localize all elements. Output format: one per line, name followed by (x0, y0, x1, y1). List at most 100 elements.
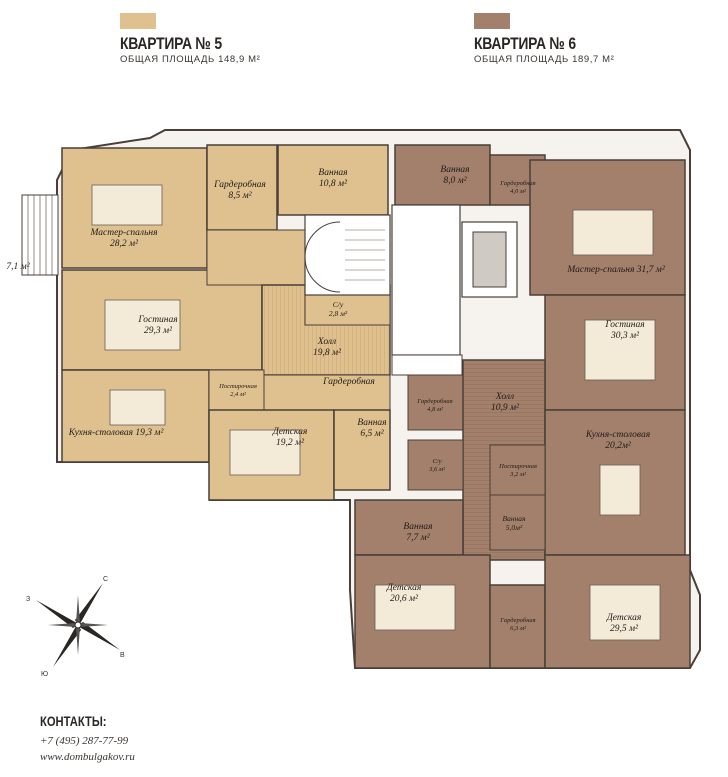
room-name: Постирочная (219, 383, 257, 390)
room-label-master6: Мастер-спальня 31,7 м² (567, 265, 664, 276)
room-label-wardrobe6b: Гардеробная 4,8 м² (417, 398, 452, 414)
room-label-kids6a: Детская 20,6 м² (387, 583, 422, 605)
room-area: 8,0 м² (443, 176, 467, 186)
room-laundry5 (208, 369, 265, 411)
room-name: Гостиная (605, 320, 645, 330)
apt5-color-swatch (120, 13, 156, 29)
room-name: Ванная (318, 168, 348, 178)
room-area: 10,9 м² (491, 403, 519, 413)
room-area: 4,0 м² (510, 188, 526, 195)
room-label-bath6c: Ванная 5,0м² (502, 514, 525, 532)
room-label-hall6: Холл 10,9 м² (491, 392, 519, 414)
furniture (91, 184, 661, 641)
room-wc6 (407, 439, 464, 491)
room-label-bath5b: Ванная 6,5 м² (357, 418, 386, 440)
room-area: 10,8 м² (319, 179, 347, 189)
room-label-laundry5: Постирочная 2,4 м² (219, 383, 257, 399)
contact-phone: +7 (495) 287-77-99 (40, 735, 129, 747)
room-name: Детская (272, 427, 308, 437)
room-laundry6 (489, 444, 546, 496)
room-area: 29,3 м² (144, 326, 172, 336)
room-area: 31,7 м² (636, 265, 665, 275)
room-bath6b (354, 499, 464, 556)
room-area: 8,5 м² (228, 191, 252, 201)
room-name: Мастер-спальня (567, 265, 635, 275)
room-name: Гардеробная (323, 377, 375, 387)
room-area: 3,2 м² (510, 471, 526, 478)
room-label-wardrobe6a: Гардеробная 4,0 м² (500, 180, 535, 196)
room-label-living6: Гостиная 30,3 м² (605, 320, 644, 342)
room-name: Мастер-спальня (90, 228, 158, 238)
room-label-kitchen6: Кухня-столовая 20,2м² (586, 430, 650, 452)
room-area: 6,3 м² (510, 625, 526, 632)
room-area: 6,5 м² (360, 429, 384, 439)
room-name: Детская (386, 583, 422, 593)
room-area: 29,5 м² (610, 624, 638, 634)
contact-website[interactable]: www.dombulgakov.ru (40, 751, 135, 763)
room-label-kitchen5: Кухня-столовая 19,3 м² (69, 428, 164, 439)
room-corridor5 (206, 229, 308, 286)
room-label-wc5: С/у 2,8 м² (329, 300, 347, 318)
room-area: 19,2 м² (276, 438, 304, 448)
room-name: Ванная (403, 522, 433, 532)
room-area: 3,6 м² (429, 466, 445, 473)
room-wardrobe6c (489, 584, 546, 669)
room-name: Гостиная (138, 315, 178, 325)
compass-east: В (120, 652, 125, 659)
room-label-kids6b: Детская 29,5 м² (607, 613, 642, 635)
stair-core (304, 204, 518, 376)
room-bath5b (333, 409, 391, 491)
room-area: 2,8 м² (328, 309, 348, 318)
room-name: Кухня-столовая (68, 428, 134, 438)
room-label-balcony: 7,1 м² (6, 262, 29, 273)
room-name: Гардеробная (500, 617, 536, 624)
room-area: 5,0м² (505, 523, 523, 532)
room-name: Гардеробная (417, 398, 453, 405)
room-name: Кухня-столовая (585, 430, 651, 440)
room-area: 19,8 м² (313, 348, 341, 358)
room-name: Гардеробная (500, 180, 536, 187)
room-area: 4,8 м² (427, 406, 443, 413)
room-area: 20,6 м² (390, 594, 418, 604)
apt6-total-area: ОБЩАЯ ПЛОЩАДЬ 189,7 М² (474, 54, 615, 65)
room-name: Холл (495, 392, 515, 402)
apt5-title: КВАРТИРА № 5 (120, 34, 222, 53)
room-area: 2,4 м² (230, 391, 246, 398)
room-name: Ванная (440, 165, 470, 175)
room-label-wardrobe6c: Гардеробная 6,3 м² (500, 617, 535, 633)
room-label-bath5a: Ванная 10,8 м² (318, 168, 347, 190)
room-wardrobe5b (263, 374, 391, 411)
room-bath6c (489, 494, 546, 551)
room-label-wc6: С/у 3,6 м² (429, 458, 445, 474)
room-label-kids5: Детская 19,2 м² (273, 427, 308, 449)
compass-north: С (103, 576, 109, 583)
room-label-wardrobe5: Гардеробная 8,5 м² (214, 180, 266, 202)
contacts-title: КОНТАКТЫ: (40, 713, 107, 729)
room-area: 7,7 м² (406, 533, 430, 543)
room-kids6b (544, 554, 691, 669)
apt5-total-area: ОБЩАЯ ПЛОЩАДЬ 148,9 М² (120, 54, 261, 65)
apt5-rooms (61, 144, 391, 501)
room-name: Детская (606, 613, 642, 623)
room-name: Холл (317, 337, 337, 347)
compass-south: Ю (41, 671, 49, 678)
compass-rose-icon (36, 583, 120, 667)
room-name: С/у (332, 300, 344, 309)
room-wardrobe5 (206, 144, 278, 231)
room-label-living5: Гостиная 29,3 м² (138, 315, 177, 337)
room-label-wardrobe5b: Гардеробная (323, 377, 375, 388)
room-area: 19,3 м² (135, 428, 164, 438)
room-label-hall5: Холл 19,8 м² (313, 337, 341, 359)
room-label-bath6b: Ванная 7,7 м² (403, 522, 432, 544)
room-area: 7,1 м² (6, 262, 30, 272)
room-wc5 (304, 294, 391, 326)
room-name: Ванная (357, 418, 387, 428)
room-label-laundry6: Постирочная 3,2 м² (499, 463, 537, 479)
room-living6 (544, 294, 686, 411)
room-area: 30,3 м² (611, 331, 639, 341)
room-name: Гардеробная (214, 180, 266, 190)
room-area: 20,2м² (605, 441, 631, 451)
room-area: 28,2 м² (110, 239, 138, 249)
room-label-bath6a: Ванная 8,0 м² (440, 165, 469, 187)
